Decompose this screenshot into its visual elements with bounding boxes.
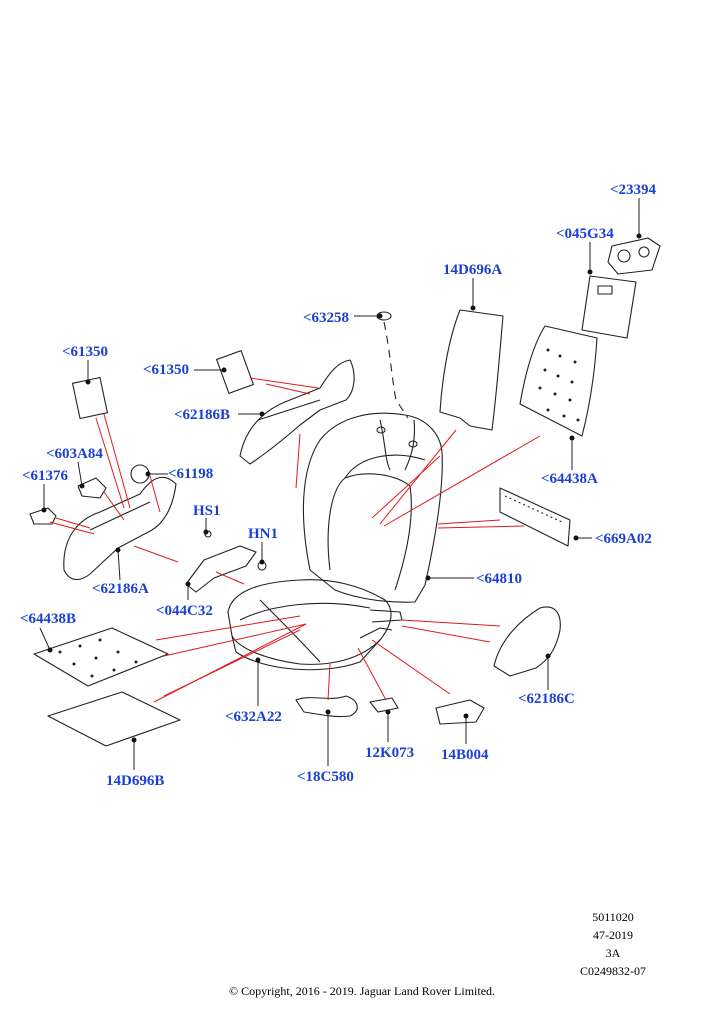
part-label-12k073[interactable]: 12K073 bbox=[365, 745, 415, 761]
back-pad-14d696a-illustration bbox=[439, 309, 504, 431]
mesh-61350-upper-illustration bbox=[216, 350, 254, 394]
part-label-14d696a[interactable]: 14D696A bbox=[443, 262, 503, 278]
mesh-61350-left-illustration bbox=[72, 376, 108, 420]
mechanism-044c32-illustration bbox=[185, 545, 257, 593]
part-label-61198[interactable]: <61198 bbox=[168, 466, 214, 482]
switch-14b004-illustration bbox=[435, 699, 485, 725]
part-label-62186a[interactable]: <62186A bbox=[92, 581, 149, 597]
side-panel-62186a-illustration bbox=[63, 476, 177, 581]
seat-back-illustration bbox=[302, 412, 443, 603]
strip-669a02-illustration bbox=[499, 487, 571, 547]
part-label-64438a[interactable]: <64438A bbox=[541, 471, 598, 487]
module-23394-illustration bbox=[607, 237, 661, 275]
part-label-23394[interactable]: <23394 bbox=[610, 182, 657, 198]
lower-pad-64438b-illustration bbox=[33, 627, 169, 687]
part-label-669a02[interactable]: <669A02 bbox=[595, 531, 652, 547]
side-trim-62186b-illustration bbox=[239, 359, 355, 465]
part-label-62186b[interactable]: <62186B bbox=[174, 407, 231, 423]
part-label-61376[interactable]: <61376 bbox=[22, 468, 69, 484]
part-label-18c580[interactable]: <18C580 bbox=[297, 769, 354, 785]
info-line-3: 3A bbox=[605, 946, 621, 960]
info-line-4: C0249832-07 bbox=[580, 964, 646, 978]
seat-cushion-illustration bbox=[227, 579, 392, 665]
heater-pad-045g34-illustration bbox=[581, 275, 637, 339]
info-line-1: 5011020 bbox=[592, 910, 634, 924]
part-label-14d696b[interactable]: 14D696B bbox=[106, 773, 165, 789]
part-label-603a84[interactable]: <603A84 bbox=[46, 446, 103, 462]
part-label-14b004[interactable]: 14B004 bbox=[441, 747, 489, 763]
harness-18c580-illustration bbox=[295, 695, 358, 718]
part-label-hs1[interactable]: HS1 bbox=[193, 503, 221, 519]
lower-trim-62186c-illustration bbox=[493, 606, 561, 677]
info-line-2: 47-2019 bbox=[593, 928, 633, 942]
part-label-044c32[interactable]: <044C32 bbox=[156, 603, 213, 619]
lower-pad-14d696b-illustration bbox=[47, 691, 181, 747]
part-label-63258[interactable]: <63258 bbox=[303, 310, 350, 326]
copyright-notice: © Copyright, 2016 - 2019. Jaguar Land Ro… bbox=[228, 984, 496, 998]
part-label-61350-left[interactable]: <61350 bbox=[62, 344, 109, 360]
part-label-045g34[interactable]: <045G34 bbox=[556, 226, 614, 242]
part-label-hn1[interactable]: HN1 bbox=[248, 526, 278, 542]
part-label-62186c[interactable]: <62186C bbox=[518, 691, 575, 707]
back-panel-64438a-illustration bbox=[519, 325, 598, 437]
part-label-64438b[interactable]: <64438B bbox=[20, 611, 77, 627]
part-label-61350-upper[interactable]: <61350 bbox=[143, 362, 190, 378]
part-label-632a22[interactable]: <632A22 bbox=[225, 709, 282, 725]
part-label-64810[interactable]: <64810 bbox=[476, 571, 523, 587]
